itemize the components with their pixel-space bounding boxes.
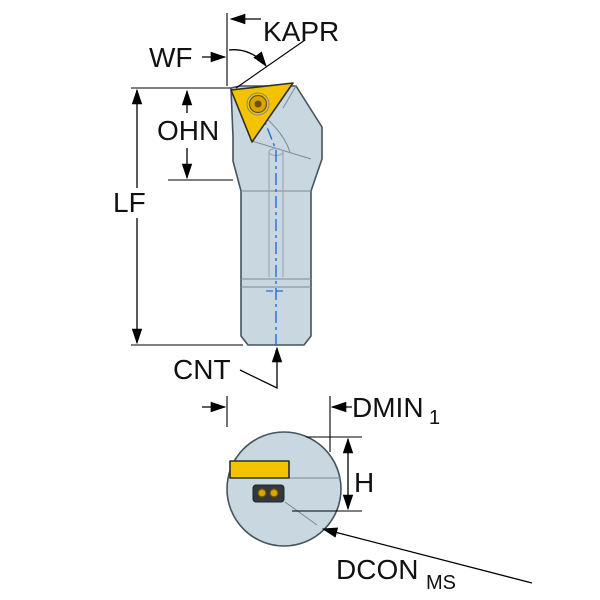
label-h: H (354, 467, 374, 498)
insert-pocket-ring (246, 92, 270, 116)
label-kapr: KAPR (263, 16, 339, 47)
clamp-screw-icon-1 (257, 488, 267, 498)
label-ohn: OHN (157, 115, 219, 146)
tool-end-view (226, 431, 342, 547)
label-dmin: DMIN (352, 392, 424, 423)
clamp-screw-icon-2 (269, 488, 279, 498)
tool-top-view (230, 82, 323, 362)
head-facet-line-2 (282, 85, 297, 109)
kapr-angle-line (235, 39, 306, 89)
label-dcon-subscript: MS (426, 572, 456, 594)
kapr-angle-arc (228, 49, 267, 68)
label-dmin-subscript: 1 (429, 407, 440, 429)
pocket-diagonal-line (284, 501, 318, 526)
cnt-leader-arrow (239, 346, 283, 390)
end-view-dimensions: DMIN 1 H DCON MS (202, 392, 533, 594)
insert-screw-core (254, 100, 262, 108)
label-dcon: DCON (336, 554, 418, 585)
dcon-leader-arrow (321, 527, 533, 584)
pocket-fillet (265, 117, 291, 153)
label-lf: LF (113, 187, 146, 218)
cutting-insert (230, 82, 294, 143)
label-cnt: CNT (173, 354, 231, 385)
label-wf: WF (149, 42, 193, 73)
top-view-dimensions: KAPR WF OHN LF CNT (113, 13, 339, 390)
insert-end-view (229, 460, 290, 479)
